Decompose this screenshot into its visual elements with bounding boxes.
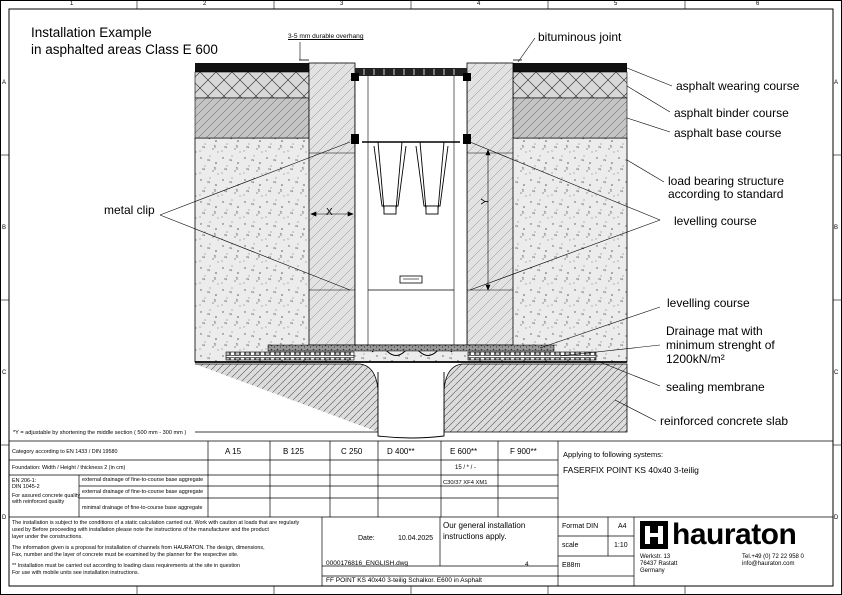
- class-d400: D 400**: [387, 447, 415, 456]
- format-value: A4: [618, 523, 627, 530]
- company-email: info@hauraton.com: [742, 561, 795, 567]
- channel-wall-right: [466, 62, 514, 346]
- file-name: 0000176816_ENGLISH.dwg: [326, 560, 409, 567]
- levelling-course-label-2: levelling course: [667, 296, 750, 310]
- company-street: Werkstr. 13: [640, 554, 671, 560]
- sub-row-1: external drainage of fine-to-course base…: [82, 477, 204, 483]
- scale-value: 1:10: [614, 542, 628, 549]
- drainage-mat-label-1: Drainage mat with: [666, 324, 763, 338]
- metal-clip-label: metal clip: [104, 203, 155, 217]
- note-line-7: For use with mobile units see installati…: [12, 570, 140, 576]
- instructions-line-1: Our general installation: [443, 521, 526, 530]
- grid-row-d: D: [2, 515, 7, 521]
- instructions-line-2: instructions apply.: [443, 532, 507, 541]
- dimension-x: [310, 211, 354, 217]
- drawing-title-line-2: in asphalted areas Class E 600: [31, 42, 218, 57]
- class-b125: B 125: [283, 447, 304, 456]
- class-e600: E 600**: [450, 447, 478, 456]
- date-label: Date:: [358, 535, 375, 542]
- asphalt-base-label: asphalt base course: [674, 126, 782, 140]
- hauraton-logo: hauraton: [672, 518, 797, 551]
- grid-col-4: 4: [477, 1, 481, 7]
- note-line-5: Fax, number and the layer of concrete mu…: [12, 552, 239, 558]
- dimension-y-label: Y: [479, 198, 491, 205]
- leader-lines: [159, 37, 673, 422]
- sealing-membrane-label: sealing membrane: [666, 380, 765, 394]
- class-f900: F 900**: [510, 447, 537, 456]
- asphalt-base-right: [512, 97, 628, 139]
- footnote: *Y = adjustable by shortening the middle…: [13, 430, 187, 436]
- channel-interior: [354, 74, 468, 346]
- reinforced-slab-label: reinforced concrete slab: [660, 414, 789, 428]
- load-bearing-label-1: load bearing structure: [668, 174, 785, 188]
- grid-row-c-right: C: [834, 370, 839, 376]
- outlet-pipe: [377, 372, 445, 439]
- drawing-code: E88m: [562, 562, 581, 569]
- drainage-mat-label-3: 1200kN/m²: [666, 352, 725, 366]
- asphalt-wearing-label: asphalt wearing course: [676, 79, 800, 93]
- levelling-course-label-1: levelling course: [674, 214, 757, 228]
- scale-label: scale: [562, 542, 579, 549]
- note-line-1: The installation is subject to the condi…: [12, 520, 300, 526]
- asphalt-binder-label: asphalt binder course: [674, 106, 789, 120]
- company-country: Germany: [640, 568, 665, 574]
- exposure-side-2a: For assured concrete quality: [12, 493, 81, 499]
- asphalt-binder-right: [512, 71, 628, 99]
- grid-row-b: B: [2, 225, 7, 231]
- foundation-label: Foundation: Width / Height / thickness 2…: [12, 465, 126, 471]
- grid-row-a: A: [2, 80, 7, 86]
- asphalt-wearing-left: [195, 63, 309, 72]
- grid-col-2: 2: [203, 1, 207, 7]
- date-value: 10.04.2025: [398, 535, 434, 542]
- drawing-title-line-1: Installation Example: [31, 25, 152, 40]
- foundation-e600-value: 15 / * / -: [455, 465, 477, 471]
- drainage-mat-label-2: minimum strenght of: [666, 338, 775, 352]
- grid-row-d-right: D: [834, 515, 839, 521]
- company-phone: Tel.+49 (0) 72 22 958 0: [742, 554, 804, 560]
- grid-col-3: 3: [340, 1, 344, 7]
- note-line-6: ** Installation must be carried out acco…: [12, 563, 241, 569]
- exposure-side-2b: with reinforced quality: [12, 499, 65, 505]
- levelling-layer: [267, 344, 555, 352]
- bituminous-joint-label: bituminous joint: [538, 30, 622, 44]
- format-label: Format DIN: [562, 523, 599, 530]
- asphalt-base-left: [194, 97, 310, 139]
- sheet-number: 4: [525, 561, 529, 568]
- title-block: [9, 440, 833, 586]
- asphalt-wearing-right: [513, 63, 627, 72]
- company-city: 76437 Rastatt: [640, 561, 678, 567]
- grid-col-6: 6: [756, 1, 760, 7]
- hauraton-logo-mark: [640, 521, 668, 549]
- class-a15: A 15: [225, 447, 242, 456]
- note-line-2: used by Before proceeding with installat…: [12, 527, 269, 533]
- applying-label: Applying to following systems:: [563, 450, 664, 459]
- grid-row-c: C: [2, 370, 7, 376]
- exposure-side-1b: DIN 1045-2: [12, 484, 40, 490]
- grid-row-a-right: A: [834, 80, 839, 86]
- grid-col-1: 1: [70, 1, 74, 7]
- asphalt-binder-left: [194, 71, 310, 99]
- drawing-title-footer: FF POINT KS 40x40 3-teilig Schalkor. E60…: [326, 577, 482, 584]
- class-c250: C 250: [341, 447, 363, 456]
- exposure-side-1a: EN 206-1:: [12, 478, 37, 484]
- dimension-x-label: X: [326, 207, 333, 218]
- drainage-mat-left: [225, 351, 355, 361]
- dimension-y: [485, 149, 491, 291]
- grate: [355, 68, 467, 76]
- load-bearing-label-2: according to standard: [668, 187, 784, 201]
- sub-row-3: minimal drainage of fine-to-course base …: [82, 505, 203, 511]
- sub-row-2: external drainage of fine-to-course base…: [82, 489, 204, 495]
- category-label: Category according to EN 1433 / DIN 1958…: [12, 449, 118, 455]
- system-name: FASERFIX POINT KS 40x40 3-teilig: [563, 465, 699, 475]
- channel-wall-left: [308, 62, 356, 346]
- grid-row-b-right: B: [834, 225, 839, 231]
- overhang-label: 3-5 mm durable overhang: [288, 33, 364, 40]
- note-line-3: layer under the constructions.: [12, 534, 83, 540]
- grid-col-5: 5: [614, 1, 618, 7]
- drainage-mat-right: [467, 351, 597, 361]
- note-line-4: The information given is a proposal for …: [12, 545, 265, 551]
- exposure-e600-value: C30/37 XF4 XM1: [443, 480, 488, 486]
